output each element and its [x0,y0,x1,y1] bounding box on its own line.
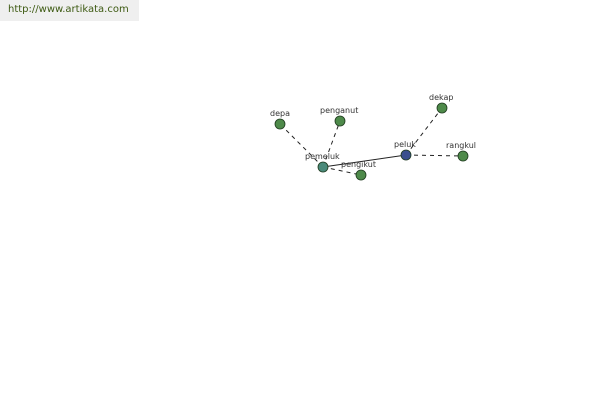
node-peluk[interactable] [400,149,412,161]
node-pemeluk[interactable] [317,161,329,173]
source-url-text[interactable]: http://www.artikata.com [8,4,129,15]
edge-peluk-rangkul [405,154,464,157]
source-url-banner[interactable]: http://www.artikata.com [0,0,139,21]
node-penganut[interactable] [334,115,346,127]
node-label-peluk[interactable]: peluk [394,140,416,149]
node-label-penganut[interactable]: penganut [320,106,358,115]
node-label-depa[interactable]: depa [270,109,290,118]
node-label-pemeluk[interactable]: pemeluk [305,152,340,161]
labels-layer: peluk pemeluk depa penganut pengikut dekap ran… [270,93,476,169]
node-rangkul[interactable] [457,150,469,162]
node-dekap[interactable] [436,102,448,114]
edge-pemeluk-depa [279,123,324,168]
node-depa[interactable] [274,118,286,130]
edge-peluk-dekap [405,107,443,156]
edge-pemeluk-penganut [322,120,341,168]
node-pengikut[interactable] [355,169,367,181]
edge-peluk-pemeluk [322,154,407,168]
edges-layer [279,107,464,176]
edge-pemeluk-pengikut [322,166,362,176]
node-label-pengikut[interactable]: pengikut [341,160,376,169]
node-label-dekap[interactable]: dekap [429,93,453,102]
nodes-layer [274,102,469,181]
node-label-rangkul[interactable]: rangkul [446,141,476,150]
